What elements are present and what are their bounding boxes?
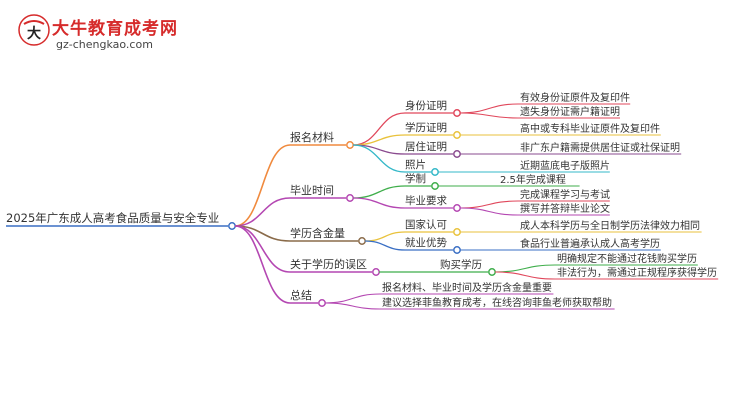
node-dot (453, 204, 461, 212)
connector (494, 264, 556, 273)
leaf-label: 高中或专科毕业证原件及复印件 (520, 122, 660, 135)
child-label: 就业优势 (405, 236, 447, 249)
child-label: 购买学历 (440, 258, 482, 271)
node-dot (346, 141, 354, 149)
connector (352, 144, 406, 173)
node-dot (453, 131, 461, 139)
branch-label: 学历含金量 (290, 226, 345, 240)
connector (459, 112, 519, 119)
connector (459, 103, 519, 114)
connector (459, 207, 519, 216)
child-label: 身份证明 (405, 99, 447, 112)
connector (494, 271, 556, 280)
node-dot (358, 237, 366, 245)
node-dot (453, 150, 461, 158)
connector (364, 231, 406, 242)
connector (234, 225, 291, 304)
node-dot (453, 246, 461, 254)
child-label: 国家认可 (405, 218, 447, 231)
node-dot (431, 182, 439, 190)
leaf-label: 非广东户籍需提供居住证或社保证明 (520, 141, 680, 154)
leaf-label: 成人本科学历与全日制学历法律效力相同 (520, 219, 700, 232)
branch-label: 毕业时间 (290, 184, 334, 197)
leaf-label: 报名材料、毕业时间及学历含金量重要 (382, 281, 552, 294)
connector (364, 240, 406, 251)
leaf-label: 2.5年完成课程 (500, 173, 566, 186)
connector (352, 185, 406, 199)
svg-text:大: 大 (27, 25, 41, 42)
child-label: 学制 (405, 172, 426, 185)
connector (352, 197, 406, 209)
branch-label: 总结 (290, 288, 312, 302)
logo-icon: 大 (18, 14, 50, 46)
node-dot (431, 168, 439, 176)
connector (324, 302, 381, 310)
brand-name: 大牛教育成考网 (52, 19, 178, 39)
child-label: 居住证明 (405, 140, 447, 153)
connector (234, 197, 291, 227)
connector (459, 200, 519, 209)
leaf-label: 非法行为，需通过正规程序获得学历 (557, 266, 717, 279)
node-dot (228, 222, 236, 230)
node-dot (488, 268, 496, 276)
child-label: 毕业要求 (405, 194, 447, 207)
connector (324, 293, 381, 304)
brand-logo: 大 (18, 14, 50, 50)
leaf-label: 近期蓝底电子版照片 (520, 159, 610, 172)
node-dot (372, 268, 380, 276)
leaf-label: 有效身份证原件及复印件 (520, 91, 630, 104)
leaf-label: 遗失身份证需户籍证明 (520, 105, 620, 118)
node-dot (453, 228, 461, 236)
leaf-label: 建议选择菲鱼教育成考，在线咨询菲鱼老师获取帮助 (382, 296, 612, 309)
branch-label: 关于学历的误区 (290, 257, 367, 271)
child-label: 照片 (405, 158, 426, 171)
leaf-label: 明确规定不能通过花钱购买学历 (557, 252, 697, 265)
leaf-label: 食品行业普遍承认成人高考学历 (520, 237, 660, 250)
child-label: 学历证明 (405, 121, 447, 134)
branch-label: 报名材料 (290, 130, 334, 144)
leaf-label: 完成课程学习与考试 (520, 188, 610, 201)
brand-url: gz-chengkao.com (56, 38, 153, 51)
node-dot (453, 109, 461, 117)
leaf-label: 撰写并答辩毕业论文 (520, 202, 610, 215)
connector (234, 144, 291, 227)
node-dot (318, 299, 326, 307)
node-dot (346, 194, 354, 202)
root-topic: 2025年广东成人高考食品质量与安全专业 (6, 211, 219, 225)
